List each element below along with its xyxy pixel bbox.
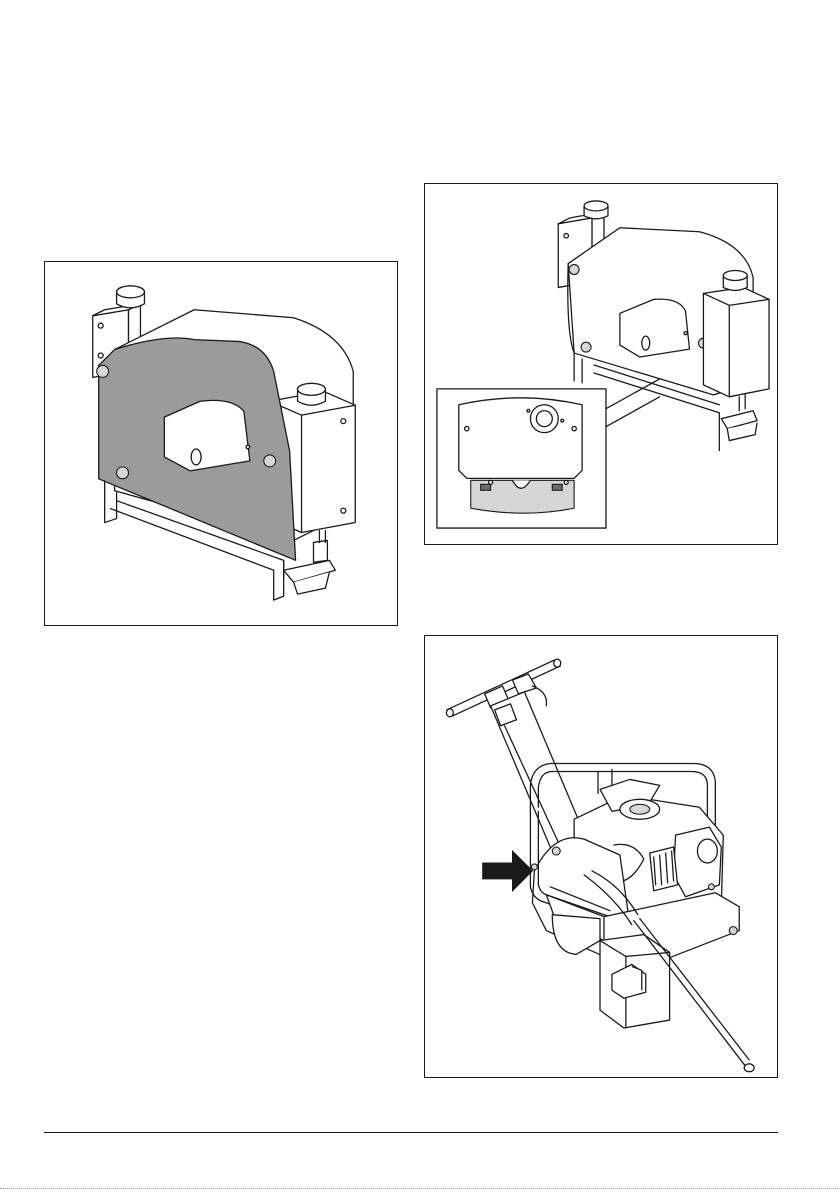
figure-floor-saw-overview bbox=[424, 635, 778, 1078]
arrow-right-icon bbox=[483, 851, 533, 891]
page-bottom-edge bbox=[0, 1188, 840, 1189]
figure-blade-guard-cover bbox=[44, 261, 398, 626]
blade-guard-inset-illustration bbox=[425, 184, 777, 544]
figure-blade-guard-inset bbox=[424, 183, 778, 545]
floor-saw-illustration bbox=[425, 636, 777, 1077]
footer-rule bbox=[44, 1132, 778, 1133]
blade-guard-cover-illustration bbox=[45, 262, 397, 625]
